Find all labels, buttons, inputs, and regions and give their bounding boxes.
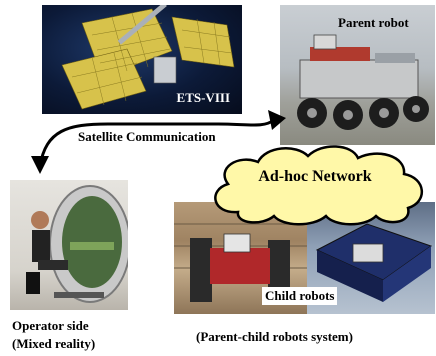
- ad-hoc-network-label: Ad-hoc Network: [258, 168, 372, 185]
- satellite-illustration: [61, 5, 235, 110]
- parent-robot-label: Parent robot: [338, 15, 409, 30]
- parent-robot-illustration: [297, 34, 429, 130]
- operator-side-label: Operator side: [12, 318, 89, 333]
- satellite-communication-label: Satellite Communication: [78, 129, 216, 144]
- satellite-communication-arrow: [31, 110, 286, 174]
- ad-hoc-network-cloud: [214, 145, 424, 226]
- child-robot-left-illustration: [174, 223, 308, 302]
- parent-child-system-label: (Parent-child robots system): [196, 329, 353, 344]
- satellite-image: ETS-VIII: [42, 5, 242, 114]
- satellite-name-label: ETS-VIII: [176, 90, 230, 105]
- mixed-reality-label: (Mixed reality): [12, 336, 96, 351]
- child-robot-right-illustration: [315, 223, 433, 302]
- operator-photo: [10, 180, 128, 310]
- parent-robot-photo: Parent robot: [280, 5, 435, 145]
- operator-illustration: [26, 185, 128, 303]
- child-robots-label: Child robots: [262, 287, 338, 305]
